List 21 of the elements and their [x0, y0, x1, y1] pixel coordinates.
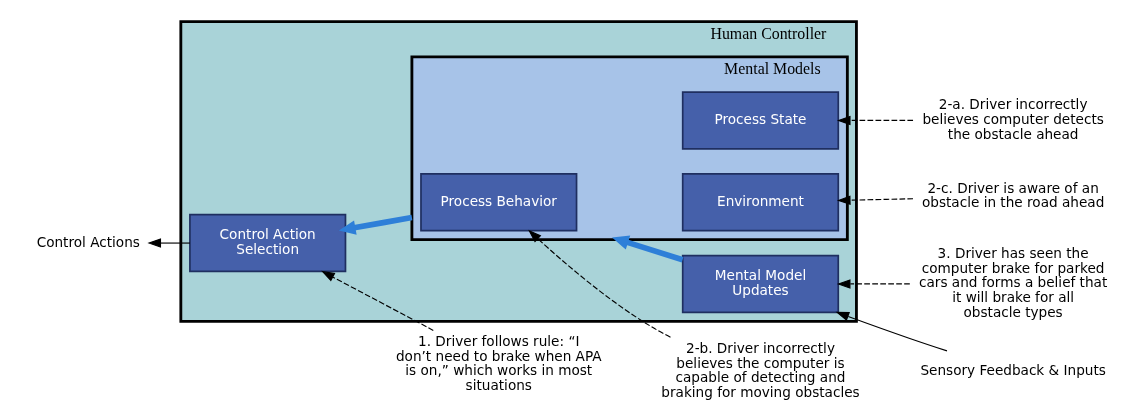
node-box: Process Behavior	[420, 172, 578, 232]
node-box: Control Action Selection	[189, 213, 347, 273]
arrow	[528, 229, 672, 338]
arrow	[835, 311, 948, 352]
arrow	[321, 270, 434, 331]
arrow	[836, 115, 914, 126]
arrow	[836, 279, 911, 289]
node-box: Environment	[681, 172, 840, 232]
node-box: Process State	[681, 91, 840, 150]
arrow	[338, 214, 413, 235]
node-text: Sensory Feedback & Inputs	[920, 361, 1106, 378]
node-box: Mental Model Updates	[681, 254, 840, 314]
arrow	[612, 235, 684, 263]
node-text: 2-c. Driver is aware of an obstacle in the road ahead	[921, 179, 1105, 211]
node-text: 2-a. Driver incorrectly believes computer detects the obstacle ahead	[922, 96, 1104, 142]
node-text: 3. Driver has seen the computer brake for parked cars and forms a belief that it will brake for all obstacle types	[918, 244, 1108, 320]
node-text: Control Actions	[36, 233, 140, 250]
node-text: 2-b. Driver incorrectly believes the computer is capable of detecting and braking for moving obstacles	[661, 339, 860, 401]
arrow	[836, 195, 914, 205]
arrow	[147, 238, 191, 248]
node-text: 1. Driver follows rule: “I don’t need to brake when APA is on,” which works in most situations	[395, 332, 602, 394]
